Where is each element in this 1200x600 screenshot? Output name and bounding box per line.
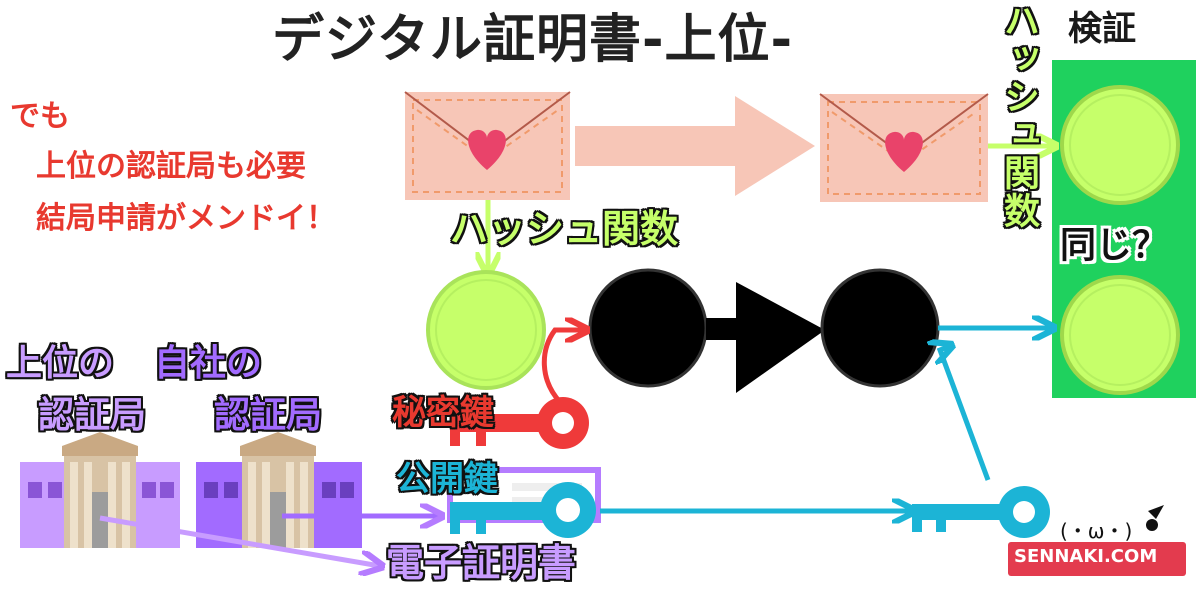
envelope-heart-icon xyxy=(819,93,989,202)
page-title: デジタル証明書-上位- xyxy=(272,10,794,70)
transfer-arrow xyxy=(575,96,815,196)
hash-value-circle-top xyxy=(1060,85,1180,205)
parent-ca-arrow xyxy=(99,515,380,566)
certificate-label: 電子証明書 xyxy=(386,541,577,585)
sign-arrow xyxy=(541,330,585,404)
building-icon xyxy=(20,432,180,548)
key-icon xyxy=(912,486,1050,538)
note-line-1: でも xyxy=(10,99,70,134)
mascot-icon xyxy=(1146,505,1164,531)
site-badge xyxy=(1008,542,1186,576)
key-icon xyxy=(450,482,596,538)
encrypted-circle-right xyxy=(820,268,940,388)
mascot-face: (・ω・) xyxy=(1060,519,1132,543)
same-label: 同じ？ xyxy=(1060,225,1169,266)
own-ca-label-line-1: 自社の xyxy=(154,343,263,384)
parent-ca-label-line-1: 上位の xyxy=(6,343,115,384)
hash-function-label: ハッシュ関数 xyxy=(450,207,679,251)
note-line-3: 結局申請がメンドイ！ xyxy=(36,201,336,236)
own-ca-label-line-2: 認証局 xyxy=(214,395,323,436)
parent-ca-label-line-2: 認証局 xyxy=(38,395,147,436)
hash-value-circle-bottom xyxy=(1060,275,1180,395)
key-icon xyxy=(450,397,589,449)
encrypted-circle-left xyxy=(588,268,708,388)
verify-label: 検証 xyxy=(1068,9,1136,49)
hash-function-vertical-label: ハッシュ関数 xyxy=(998,2,1039,230)
private-key-label: 秘密鍵 xyxy=(392,393,494,433)
public-key-label: 公開鍵 xyxy=(396,459,498,499)
site-label: SENNAKI.COM xyxy=(1014,546,1158,567)
play-triangle xyxy=(736,282,825,393)
note-line-2: 上位の認証局も必要 xyxy=(36,149,306,184)
decrypt-arrow xyxy=(940,346,991,481)
envelope-heart-icon xyxy=(404,91,571,200)
hash-circle xyxy=(426,270,546,390)
building-icon xyxy=(196,432,362,548)
